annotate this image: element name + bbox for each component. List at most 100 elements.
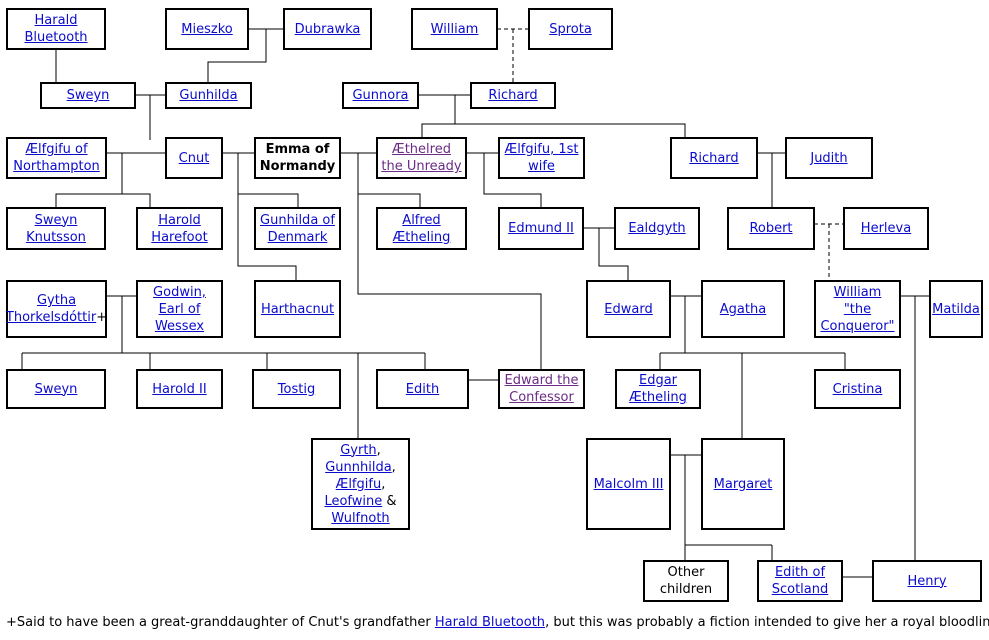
person-link[interactable]: Alfred Ætheling [392,212,451,245]
person-link[interactable]: Edmund II [508,221,574,236]
person-link[interactable]: Gunhilda [179,88,238,103]
person-edward: Edward [586,280,671,338]
sibling-list: Gyrth, Gunnhilda, Ælfgifu, Leofwine & Wu… [315,442,406,527]
person-link[interactable]: William [430,21,479,37]
person-link[interactable]: Judith [810,150,848,166]
separator: , [391,459,396,475]
person-link[interactable]: Ælfgifu [335,476,382,492]
person-link[interactable]: Edith of Scotland [771,565,829,597]
person-matilda: Matilda [929,280,983,338]
person-godwin: Godwin, Earl of Wessex [136,280,223,338]
person-harald-bluetooth: Harald Bluetooth [6,8,106,50]
person-name: Emma of Normandy [259,142,336,174]
person-link[interactable]: Cristina [832,381,883,397]
person-edith: Edith [376,369,469,409]
footnote-text: +Said to have been a great-granddaughter… [6,615,435,630]
person-link[interactable]: Sweyn [34,381,78,397]
person-name: Gytha Thorkelsdóttir+ [6,292,107,326]
person-link[interactable]: Gunhilda of Denmark [260,212,335,245]
person-judith: Judith [785,137,873,179]
person-edith-of-scotland: Edith of Scotland [757,560,843,602]
person-robert: Robert [727,207,815,250]
person-link[interactable]: Tostig [277,381,316,397]
person-william: William [411,8,498,50]
person-link[interactable]: Harald Bluetooth [24,13,88,45]
separator: & [386,493,397,509]
person-henry: Henry [872,560,982,602]
person-link[interactable]: Wulfnoth [331,510,390,526]
person-edgar-aetheling: Edgar Ætheling [615,369,701,409]
person-aethelred: Æthelred the Unready [376,137,467,179]
person-richard-ii: Richard [670,137,758,179]
person-malcolm-iii: Malcolm III [586,438,671,530]
person-aelfgifu-first-wife: Ælfgifu, 1st wife [498,137,585,179]
person-richard: Richard [470,82,556,109]
person-link[interactable]: Harold Harefoot [151,212,208,245]
person-link[interactable]: Mieszko [181,21,233,37]
person-link[interactable]: Cnut [178,150,210,166]
person-link[interactable]: Gytha Thorkelsdóttir [5,293,97,325]
person-link[interactable]: Harthacnut [260,301,335,317]
person-godwin-other-children: Gyrth, Gunnhilda, Ælfgifu, Leofwine & Wu… [311,438,410,530]
separator: , [376,442,381,458]
person-link[interactable]: Sweyn [66,88,110,103]
person-ealdgyth: Ealdgyth [614,207,700,250]
person-mieszko: Mieszko [165,8,249,50]
person-link[interactable]: Matilda [932,301,980,317]
person-link[interactable]: Margaret [713,476,773,492]
person-agatha: Agatha [701,280,785,338]
person-link[interactable]: Ælfgifu of Northampton [13,142,100,174]
person-sweyn-knutsson: Sweyn Knutsson [6,207,106,250]
person-edward-the-confessor: Edward the Confessor [498,369,585,409]
person-harold-harefoot: Harold Harefoot [136,207,223,250]
person-name: Other children [659,565,713,597]
footnote-link[interactable]: Harald Bluetooth [434,615,546,630]
person-link[interactable]: Gyrth [340,442,377,458]
person-link[interactable]: Sweyn Knutsson [26,212,86,245]
person-tostig: Tostig [252,369,341,409]
person-link[interactable]: Richard [488,88,538,103]
person-link[interactable]: Herleva [860,221,912,236]
person-link[interactable]: Robert [749,221,793,236]
person-link[interactable]: Gunnhilda [325,459,392,475]
person-sweyn-godwinson: Sweyn [6,369,106,409]
person-herleva: Herleva [843,207,929,250]
person-gunhilda: Gunhilda [165,82,252,109]
person-link[interactable]: Edward the Confessor [504,373,579,405]
person-gunnora: Gunnora [342,82,419,109]
person-harold-ii: Harold II [136,369,223,409]
person-william-the-conqueror: William "the Conqueror" [814,280,901,338]
person-link[interactable]: Agatha [719,301,767,317]
person-link[interactable]: Malcolm III [593,476,664,492]
person-harthacnut: Harthacnut [254,280,341,338]
person-link[interactable]: Harold II [152,381,207,397]
person-link[interactable]: Æthelred the Unready [381,142,462,174]
person-gytha-thorkelsdottir: Gytha Thorkelsdóttir+ [6,280,107,338]
person-link[interactable]: Edith [405,381,440,397]
person-link[interactable]: Henry [907,573,947,589]
person-link[interactable]: Godwin, Earl of Wessex [153,284,206,334]
person-link[interactable]: Leofwine [324,493,383,509]
person-margaret: Margaret [701,438,785,530]
person-aelfgifu-northampton: Ælfgifu of Northampton [6,137,107,179]
person-cristina: Cristina [814,369,901,409]
person-link[interactable]: Dubrawka [294,21,361,37]
person-link[interactable]: Edward [604,301,653,317]
person-link[interactable]: Gunnora [352,88,409,103]
person-dubrawka: Dubrawka [283,8,372,50]
person-link[interactable]: Ælfgifu, 1st wife [504,142,579,174]
person-link[interactable]: Sprota [549,21,592,37]
person-link[interactable]: William "the Conqueror" [820,284,895,334]
person-link[interactable]: Ealdgyth [628,221,686,236]
person-cnut: Cnut [165,137,223,179]
separator: , [381,476,386,492]
footnote-marker: + [96,310,108,325]
person-emma-of-normandy: Emma of Normandy [254,137,341,179]
person-edmund-ii: Edmund II [498,207,584,250]
person-link[interactable]: Edgar Ætheling [629,373,687,405]
footnote-text: , but this was probably a fiction intend… [545,615,989,630]
person-other-children: Other children [643,560,729,602]
person-link[interactable]: Richard [689,150,739,166]
